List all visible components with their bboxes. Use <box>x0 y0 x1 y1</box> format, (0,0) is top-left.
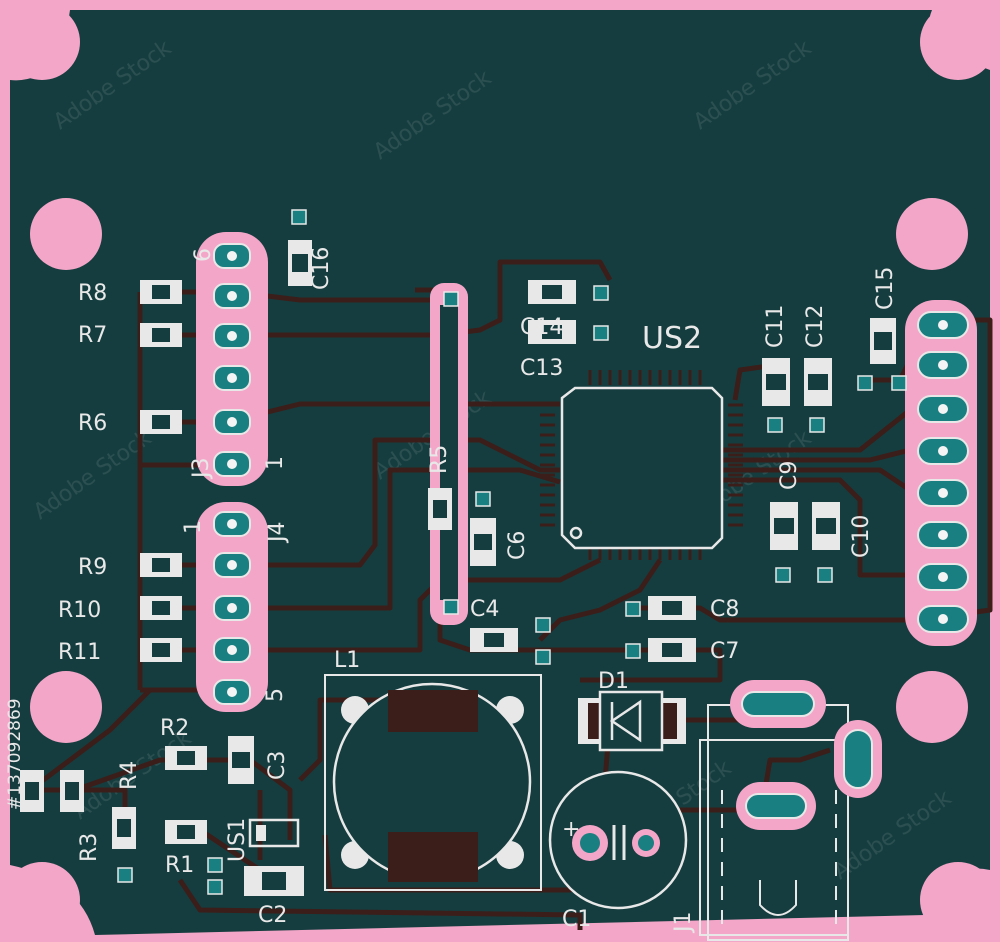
label-plus: + <box>562 817 580 842</box>
label-c12: C12 <box>803 305 828 348</box>
label-r4: R4 <box>117 761 142 790</box>
label-c9: C9 <box>777 461 802 490</box>
ic-us1 <box>248 818 300 848</box>
label-d1: D1 <box>598 669 629 694</box>
jack-j1 <box>699 680 882 941</box>
label-r6: R6 <box>78 411 107 436</box>
label-c15: C15 <box>873 267 898 310</box>
capacitor-c1 <box>548 770 688 910</box>
label-r11: R11 <box>58 640 101 665</box>
label-c8: C8 <box>710 597 739 622</box>
label-c16: C16 <box>309 247 334 290</box>
label-j3: J3 <box>189 458 214 481</box>
label-c7: C7 <box>710 639 739 664</box>
label-c4: C4 <box>470 597 499 622</box>
label-us1: US1 <box>225 818 250 862</box>
silkscreen-labels: US2 R8 R7 R6 R9 R10 R11 R2 R1 C14 C13 C8… <box>5 247 898 934</box>
inductor-l1 <box>324 674 542 891</box>
label-c13: C13 <box>520 356 563 381</box>
label-r2: R2 <box>160 716 189 741</box>
header-j3 <box>196 232 268 486</box>
label-pin1-j4: 1 <box>181 520 206 534</box>
stock-id: #137092869 <box>5 698 25 810</box>
label-us2: US2 <box>642 321 702 356</box>
smd-resistors <box>20 280 452 849</box>
label-c14: C14 <box>520 315 563 340</box>
label-c2: C2 <box>258 903 287 928</box>
label-c3: C3 <box>265 751 290 780</box>
smd-capacitors <box>228 240 896 896</box>
label-r1: R1 <box>165 853 194 878</box>
label-r8: R8 <box>78 281 107 306</box>
mounting-holes <box>4 4 996 938</box>
label-r10: R10 <box>58 598 101 623</box>
label-c1: C1 <box>562 907 591 932</box>
header-j4 <box>196 502 268 712</box>
label-j4: J4 <box>265 522 290 545</box>
label-c10: C10 <box>849 515 874 558</box>
via-pads <box>117 209 907 895</box>
label-l1: L1 <box>334 648 360 673</box>
label-r7: R7 <box>78 323 107 348</box>
label-r9: R9 <box>78 555 107 580</box>
label-pin1-j3: 1 <box>263 456 288 470</box>
label-r3: R3 <box>77 833 102 862</box>
diode-d1 <box>578 690 686 752</box>
label-c6: C6 <box>505 531 530 560</box>
label-r5: R5 <box>427 445 452 474</box>
label-c11: C11 <box>763 305 788 348</box>
ic-us2 <box>540 370 743 560</box>
right-connector <box>905 300 977 646</box>
label-pin6: 6 <box>191 248 216 262</box>
label-j1: J1 <box>671 912 696 935</box>
label-pin5: 5 <box>263 688 288 702</box>
